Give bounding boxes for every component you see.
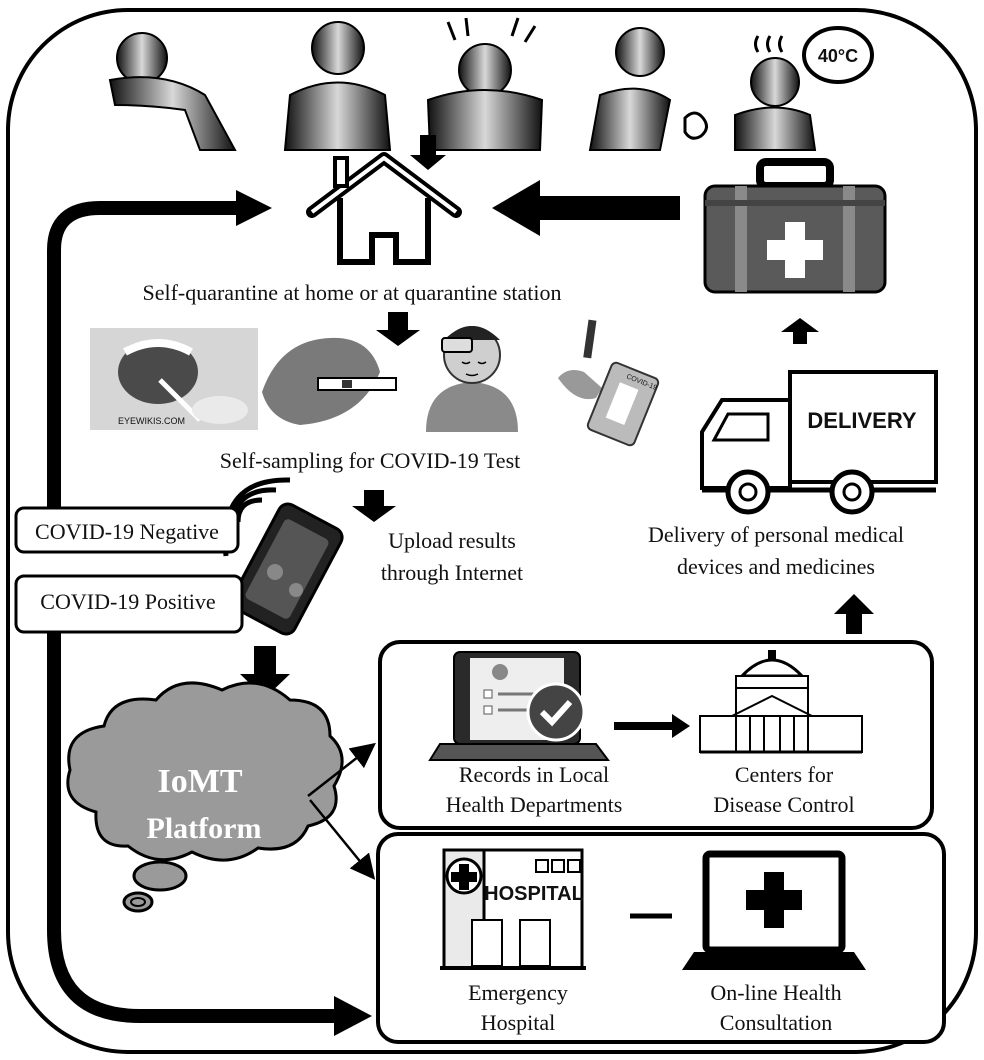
vomiting-figure [108,32,237,151]
arrow-home-to-sampling [376,312,420,346]
arrow-medkit-to-home [492,180,680,236]
arrow-positive-to-hospital [47,632,336,1023]
arrow-truck-to-medkit [781,318,819,344]
consult-caption-line-1: On-line Health [710,980,841,1005]
sampling-images: EYEWIKIS.COM COVID-19 [90,319,660,447]
delivery-caption-line-1: Delivery of personal medical [648,522,904,547]
arrow-cdc-to-delivery [834,594,874,634]
test-strip-image [262,337,397,425]
sore-throat-figure [283,21,392,151]
records-caption-line-2: Health Departments [446,792,623,817]
truck-sign: DELIVERY [807,408,917,433]
negative-result-label: COVID-19 Negative [35,519,219,544]
negative-result-box [14,506,240,554]
symptom-figures: 40°C [108,17,874,151]
swab-watermark: EYEWIKIS.COM [118,416,185,426]
mouth-swab-image: EYEWIKIS.COM [90,328,258,430]
sampling-caption: Self-sampling for COVID-19 Test [220,448,521,473]
headache-figure [426,17,544,151]
check-badge-icon [526,682,586,742]
consult-caption-line-2: Consultation [720,1010,832,1035]
hospital-caption-line-1: Emergency [468,980,568,1005]
positive-result-label: COVID-19 Positive [40,589,215,614]
hospital-caption-line-2: Hospital [481,1010,556,1035]
delivery-truck-icon: DELIVERY [700,370,938,515]
consultation-laptop-icon [682,850,866,970]
platform-subtitle: Platform [147,812,262,845]
arrow-platform-to-records [307,742,376,797]
outer-frame [6,8,978,1054]
arrow-records-to-cdc [614,714,690,738]
arrow-platform-to-hospital [309,799,376,880]
medical-kit-icon [703,158,887,294]
cdc-caption-line-1: Centers for [735,762,834,787]
arrow-negative-to-home [47,201,238,508]
arrow-symptoms-to-home [410,135,446,170]
blood-test-kit-image: COVID-19 [558,319,660,447]
records-caption-line-1: Records in Local [459,762,609,787]
delivery-caption-line-2: devices and medicines [677,554,875,579]
platform-title: IoMT [158,763,243,800]
hospital-building-icon: HOSPITAL [440,848,586,970]
quarantine-caption: Self-quarantine at home or at quarantine… [142,280,561,305]
coughing-figure [588,27,708,151]
upload-caption-line-1: Upload results [388,528,516,553]
fever-speech-bubble [802,26,874,84]
cdc-building-icon [699,650,863,754]
positive-result-box [14,574,244,634]
cdc-caption-line-2: Disease Control [713,792,854,817]
smartphone-icon [222,477,344,636]
fever-figure: 40°C [734,26,874,151]
records-laptop-icon [428,651,610,761]
upload-caption-line-2: through Internet [381,560,523,585]
hospital-sign: HOSPITAL [484,883,584,905]
iomt-platform-cloud: IoMT Platform [66,681,344,913]
house-icon [306,152,462,265]
fever-temperature: 40°C [818,46,858,66]
thermometer-person-image [426,326,518,432]
arrow-sampling-to-upload [352,490,396,522]
